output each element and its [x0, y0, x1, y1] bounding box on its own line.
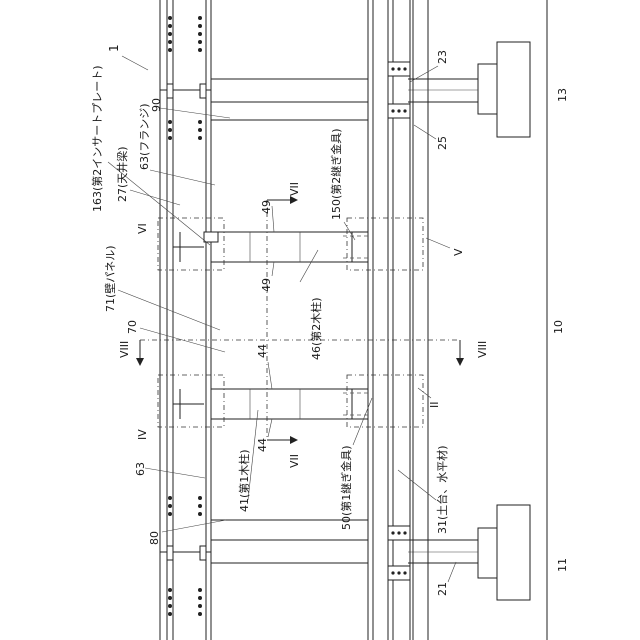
label-second-joint: 150(第2継ぎ金具)	[329, 128, 343, 220]
anchor-bolt-21	[408, 540, 478, 563]
label-49-bottom: 49	[260, 278, 273, 292]
label-view-viii-left: VIII	[118, 341, 131, 358]
section-line-viii	[136, 340, 464, 366]
label-11: 11	[556, 558, 569, 572]
label-second-post: 46(第2木柱)	[309, 297, 323, 360]
section-line-vii	[267, 196, 298, 444]
foundation-pad-11	[478, 505, 530, 600]
label-10: 10	[552, 320, 565, 334]
label-23: 23	[436, 50, 449, 64]
first-wooden-post-41	[211, 389, 368, 419]
label-44-bottom: 44	[256, 438, 269, 452]
anchor-bolt-23	[408, 79, 478, 102]
label-view-vii-bottom: VII	[288, 454, 301, 468]
label-90: 90	[150, 98, 163, 112]
label-insert-plate: 163(第2インサートプレート)	[90, 65, 104, 212]
label-view-viii-right: VIII	[476, 341, 489, 358]
label-25: 25	[436, 136, 449, 150]
label-wall-panel: 71(壁パネル)	[103, 245, 117, 312]
label-21: 21	[436, 582, 449, 596]
label-44-top: 44	[256, 344, 269, 358]
label-13: 13	[556, 88, 569, 102]
label-70: 70	[126, 320, 139, 334]
label-flange: 63(フランジ)	[138, 103, 151, 170]
label-assembly: 1	[107, 44, 121, 52]
label-49-top: 49	[260, 200, 273, 214]
base-beam-31	[368, 0, 413, 640]
label-first-post: 41(第1木柱)	[237, 449, 251, 512]
second-wooden-post-46	[211, 232, 368, 262]
label-base-beam: 31(土台、水平材)	[435, 445, 449, 534]
foundation-pad-13	[478, 42, 530, 137]
detail-frames	[158, 218, 423, 427]
label-first-joint: 50(第1継ぎ金具)	[339, 445, 353, 530]
label-ceiling-beam: 27(天井梁)	[115, 146, 129, 202]
label-view-ii: II	[428, 402, 441, 409]
label-80: 80	[148, 531, 161, 545]
label-view-v: V	[452, 248, 465, 256]
insert-plate-lower	[173, 389, 204, 419]
label-view-iv: IV	[136, 429, 149, 440]
label-view-vi: VI	[136, 223, 149, 234]
label-63-lower: 63	[134, 462, 147, 476]
base-bolt-plates	[388, 62, 410, 580]
label-view-vii-top: VII	[288, 182, 301, 196]
